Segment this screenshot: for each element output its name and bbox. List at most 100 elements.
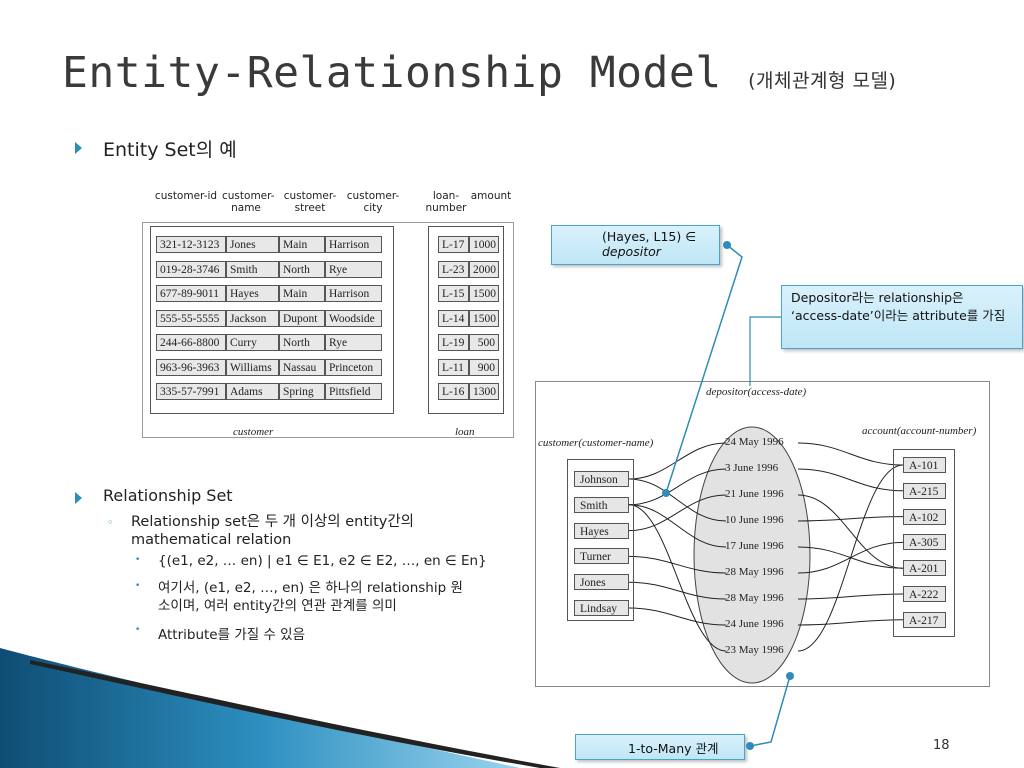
depositor-label: depositor(access-date): [706, 386, 807, 398]
er-customer-box: Lindsay: [574, 600, 629, 616]
bullet-arrow-icon: [75, 492, 82, 504]
loan-number-cell: L-19: [438, 334, 469, 351]
loan-number-cell: L-16: [438, 383, 469, 400]
er-link-date-account: [797, 468, 904, 492]
customer-cell: Rye: [325, 334, 382, 351]
er-link-date-account: [797, 464, 904, 652]
customer-cell: 335-57-7991: [156, 383, 226, 400]
er-link-date-account: [797, 516, 904, 522]
title-main-text: Entity-Relationship Model: [62, 48, 722, 98]
customer-cell: Jackson: [226, 309, 279, 327]
er-date-label: 21 June 1996: [725, 488, 784, 500]
bullet-relationship-set: Relationship Set: [103, 486, 233, 505]
customer-cell: Harrison: [325, 285, 382, 302]
dot-bullet-icon: •: [135, 581, 141, 591]
dot-bullet-icon: •: [135, 625, 141, 635]
loan-entity-set: [428, 226, 504, 414]
customer-cell: Spring: [279, 383, 325, 400]
customer-cell: Dupont: [279, 309, 325, 327]
customer-cell: 555-55-5555: [156, 309, 226, 327]
customer-cell: Pittsfield: [325, 383, 382, 400]
formula-item: {(e1, e2, … en) | e1 ∈ E1, e2 ∈ E2, …, e…: [158, 553, 487, 569]
entity-figure-frame: [142, 222, 514, 438]
customer-cell: 244-66-8800: [156, 334, 226, 351]
customer-cell: North: [279, 260, 325, 278]
er-date-label: 28 May 1996: [725, 566, 784, 578]
er-account-box: A-215: [903, 482, 946, 499]
customer-entity-set: [150, 226, 394, 414]
customer-cell: Hayes: [226, 285, 279, 302]
er-link-date-account: [797, 593, 904, 600]
er-date-label: 24 May 1996: [725, 436, 784, 448]
page-title: Entity-Relationship Model (개체관계형 모델): [62, 48, 896, 98]
customer-cell: Jones: [226, 236, 279, 253]
callout-hayes-line2: depositor: [602, 244, 661, 259]
callout-hayes-depositor: (Hayes, L15) ∈ depositor: [551, 225, 720, 265]
bullet-entity-set: Entity Set의 예: [103, 139, 237, 161]
customer-cell: 321-12-3123: [156, 236, 226, 253]
er-link-date-account: [797, 619, 904, 626]
entity-figure-headers: customer-id customer- name customer- str…: [142, 190, 514, 220]
er-date-label: 24 June 1996: [725, 618, 784, 630]
customer-cell: Smith: [226, 260, 279, 278]
callout-depositor-attribute: Depositor라는 relationship은 ‘access-date’이…: [781, 285, 1023, 349]
callout-hayes-line1: (Hayes, L15) ∈: [602, 229, 697, 244]
loan-amount-cell: 900: [469, 358, 499, 376]
customer-cell: Main: [279, 236, 325, 253]
sub-bullet-line1: Relationship set은 두 개 이상의 entity간의: [131, 514, 415, 530]
er-account-box: A-102: [903, 508, 946, 525]
loan-number-cell: L-17: [438, 236, 469, 253]
er-customer-box: Johnson: [574, 471, 629, 487]
er-link-customer-date: [628, 504, 727, 652]
caption-customer: customer: [233, 426, 274, 438]
customer-cell: Princeton: [325, 358, 382, 376]
sub-bullet-line2: mathematical relation: [131, 532, 292, 548]
loan-amount-cell: 1500: [469, 309, 499, 327]
header-customer-name: customer- name: [222, 190, 275, 214]
er-customer-box: Jones: [574, 574, 629, 591]
er-link-customer-date: [628, 607, 727, 626]
customer-cell: Williams: [226, 358, 279, 376]
er-account-box: A-222: [903, 586, 946, 602]
er-account-box: A-201: [903, 560, 946, 577]
customer-cell: Main: [279, 285, 325, 302]
er-link-date-account: [797, 494, 904, 569]
page-number: 18: [933, 738, 950, 753]
er-link-customer-date: [628, 478, 727, 522]
sub-bullet-relation: Relationship set은 두 개 이상의 entity간의 mathe…: [131, 513, 414, 549]
er-customer-box: Turner: [574, 548, 629, 565]
connector-depositor: [749, 316, 781, 386]
loan-amount-cell: 2000: [469, 260, 499, 278]
dot-bullet-icon: •: [135, 555, 141, 565]
header-customer-city: customer- city: [346, 190, 400, 214]
customer-cell: Woodside: [325, 309, 382, 327]
er-date-label: 23 May 1996: [725, 644, 784, 656]
caption-loan: loan: [455, 426, 475, 438]
customer-cell: 677-89-9011: [156, 285, 226, 302]
er-date-label: 17 June 1996: [725, 540, 784, 552]
er-date-label: 3 June 1996: [725, 462, 779, 474]
customer-cell: Harrison: [325, 236, 382, 253]
er-customer-box: Hayes: [574, 522, 629, 539]
connector-dot: [723, 241, 731, 249]
er-link-date-account: [797, 442, 904, 466]
loan-amount-cell: 500: [469, 334, 499, 351]
loan-number-cell: L-14: [438, 309, 469, 327]
er-link-customer-date: [628, 581, 727, 600]
connector-dot: [746, 742, 754, 750]
er-account-box: A-217: [903, 611, 946, 628]
er-link-customer-date: [628, 504, 727, 548]
circle-bullet-icon: ◦: [107, 516, 114, 529]
customer-label: customer(customer-name): [538, 437, 654, 449]
er-customer-box: Smith: [574, 496, 629, 513]
header-amount: amount: [470, 190, 512, 202]
item-line2: 소이며, 여러 entity간의 연관 관계를 의미: [158, 598, 397, 614]
customer-cell: 019-28-3746: [156, 260, 226, 278]
loan-number-cell: L-23: [438, 260, 469, 278]
customer-cell: North: [279, 334, 325, 351]
er-date-label: 28 May 1996: [725, 592, 784, 604]
swoosh-blue: [0, 648, 520, 768]
loan-number-cell: L-11: [438, 358, 469, 376]
loan-amount-cell: 1300: [469, 383, 499, 400]
account-label: account(account-number): [862, 425, 977, 437]
